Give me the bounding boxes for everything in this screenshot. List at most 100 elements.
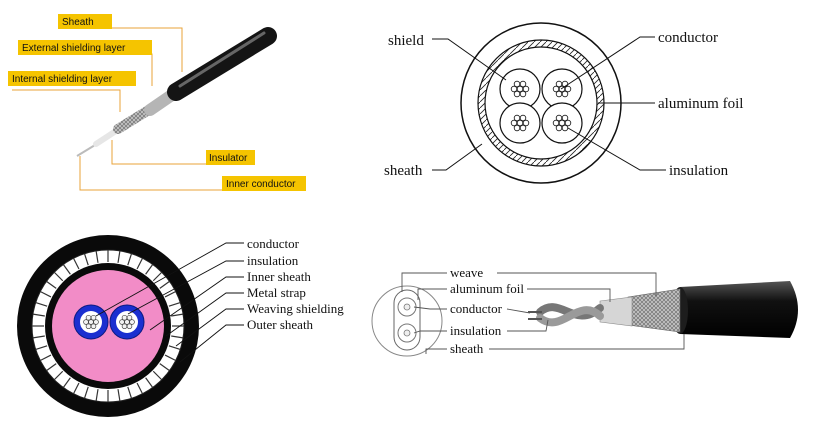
quad-conductor-strand xyxy=(519,80,527,88)
twin-conductor-strand xyxy=(121,323,128,330)
label-outer-sheath: Outer sheath xyxy=(247,317,314,332)
twin-weave-strand xyxy=(40,354,52,362)
label-weave: weave xyxy=(450,265,483,280)
quad-conductor-strand xyxy=(555,80,563,88)
twin-weave-strand xyxy=(35,345,48,351)
twin-weave-strand xyxy=(159,363,170,372)
twin-weave-strand xyxy=(46,280,57,289)
label-insulation: insulation xyxy=(669,163,729,179)
twin-weave-strand xyxy=(95,250,99,263)
twin-leader-lines xyxy=(95,242,244,363)
quad-conductor-strand xyxy=(516,85,524,93)
quad-conductor-strand xyxy=(561,124,569,132)
quad-conductor-strand xyxy=(552,85,560,93)
coax-cable-illustration xyxy=(76,27,277,157)
label-conductor: conductor xyxy=(247,236,300,251)
twin-weave-shielding xyxy=(32,250,184,402)
coax-tag-insulator: Insulator xyxy=(206,150,255,165)
quad-conductor-strand xyxy=(519,114,527,122)
twin-weave-strand xyxy=(136,382,144,394)
twin-weave-strand xyxy=(117,389,121,402)
quad-conductor-strand xyxy=(561,90,569,98)
twin-weave-strand xyxy=(40,290,52,298)
twin-weave-strand xyxy=(171,335,184,339)
twin-weave-strand xyxy=(164,290,176,298)
label-aluminum-foil: aluminum foil xyxy=(658,96,743,112)
twin-conductor-strand xyxy=(85,314,92,321)
twin-weave-strand xyxy=(145,264,154,275)
twin-conductor-strand xyxy=(85,323,92,330)
quad-leader-lines xyxy=(432,36,666,171)
twin-weave-strand xyxy=(171,313,184,317)
quad-conductor-strand xyxy=(561,114,569,122)
twin-weave-strand xyxy=(136,258,144,270)
label-inner-sheath: Inner sheath xyxy=(247,269,311,284)
quad-conductor-strand xyxy=(519,124,527,132)
quad-conductor-strand xyxy=(522,85,530,93)
twin-conductor-strand xyxy=(126,323,133,330)
quad-conductor-strand xyxy=(522,119,530,127)
twin-weave-strand xyxy=(53,370,64,381)
twin-weave-strand xyxy=(127,386,133,399)
label-metal-strap: Metal strap xyxy=(247,285,306,300)
coax-tag-external-shielding: External shielding layer xyxy=(18,40,152,55)
black-jacket xyxy=(167,27,277,101)
quad-conductor-strand xyxy=(513,114,521,122)
quad-conductor-strand xyxy=(555,90,563,98)
twin-weave-strand xyxy=(53,271,64,282)
twin-weave-strand xyxy=(83,386,89,399)
twin-conductor-strand xyxy=(93,319,99,325)
tp-leader-lines xyxy=(401,272,685,354)
twin-weave-strand xyxy=(72,258,80,270)
label-insulator: Insulator xyxy=(209,153,248,164)
label-conductor: conductor xyxy=(450,301,503,316)
twin-weave-strand xyxy=(164,354,176,362)
quad-conductor-strand xyxy=(510,119,518,127)
tp-twisted-wire-2 xyxy=(536,306,604,327)
label-shield: shield xyxy=(388,33,424,49)
label-insulation: insulation xyxy=(450,323,502,338)
twin-weave-strand xyxy=(95,389,99,402)
quad-foil-ring xyxy=(484,46,598,160)
tp-foil xyxy=(599,296,633,327)
twin-weave-strand xyxy=(72,382,80,394)
coax-tag-internal-shielding: Internal shielding layer xyxy=(8,71,136,86)
label-external-shielding-layer: External shielding layer xyxy=(22,43,126,54)
twin-weave-strand xyxy=(168,301,181,307)
twin-conductor-strand xyxy=(90,323,97,330)
quad-conductor-strand xyxy=(555,124,563,132)
tp-section-conductor-1 xyxy=(403,303,411,311)
twin-weave-strand xyxy=(127,253,133,266)
label-sheath: Sheath xyxy=(62,17,94,28)
label-inner-conductor: Inner conductor xyxy=(226,179,296,190)
quad-conductor-strand xyxy=(564,119,572,127)
twin-weave-strand xyxy=(168,345,181,351)
label-aluminum-foil: aluminum foil xyxy=(450,281,524,296)
tp-weave-shield xyxy=(627,288,681,333)
coax-panel: Sheath External shielding layer Internal… xyxy=(8,14,306,191)
twin-weave-strand xyxy=(35,301,48,307)
label-conductor: conductor xyxy=(658,30,718,46)
twin-conductor-strand xyxy=(83,319,89,325)
twin-cores xyxy=(73,304,145,340)
label-weaving-shielding: Weaving shielding xyxy=(247,301,344,316)
label-insulation: insulation xyxy=(247,253,299,268)
quad-conductor-strand xyxy=(519,90,527,98)
quad-conductor-strand xyxy=(564,85,572,93)
quad-conductor-strand xyxy=(513,124,521,132)
coax-tag-sheath: Sheath xyxy=(58,14,112,29)
twin-conductor-strand xyxy=(126,314,133,321)
twisted-pair-panel: weave aluminum foil conductor insulation… xyxy=(371,265,798,357)
quad-conductor-strand xyxy=(510,85,518,93)
twin-weave-strand xyxy=(32,313,45,317)
label-sheath: sheath xyxy=(450,341,484,356)
twin-conductor-strand xyxy=(129,319,135,325)
label-sheath: sheath xyxy=(384,163,423,179)
twin-weave-strand xyxy=(152,271,163,282)
twin-weave-strand xyxy=(46,363,57,372)
quad-conductor-strand xyxy=(552,119,560,127)
quad-conductor-strand xyxy=(555,114,563,122)
twin-weave-strand xyxy=(62,264,71,275)
tp-section-conductor-2 xyxy=(403,329,411,337)
twin-conductor-strand xyxy=(119,319,125,325)
